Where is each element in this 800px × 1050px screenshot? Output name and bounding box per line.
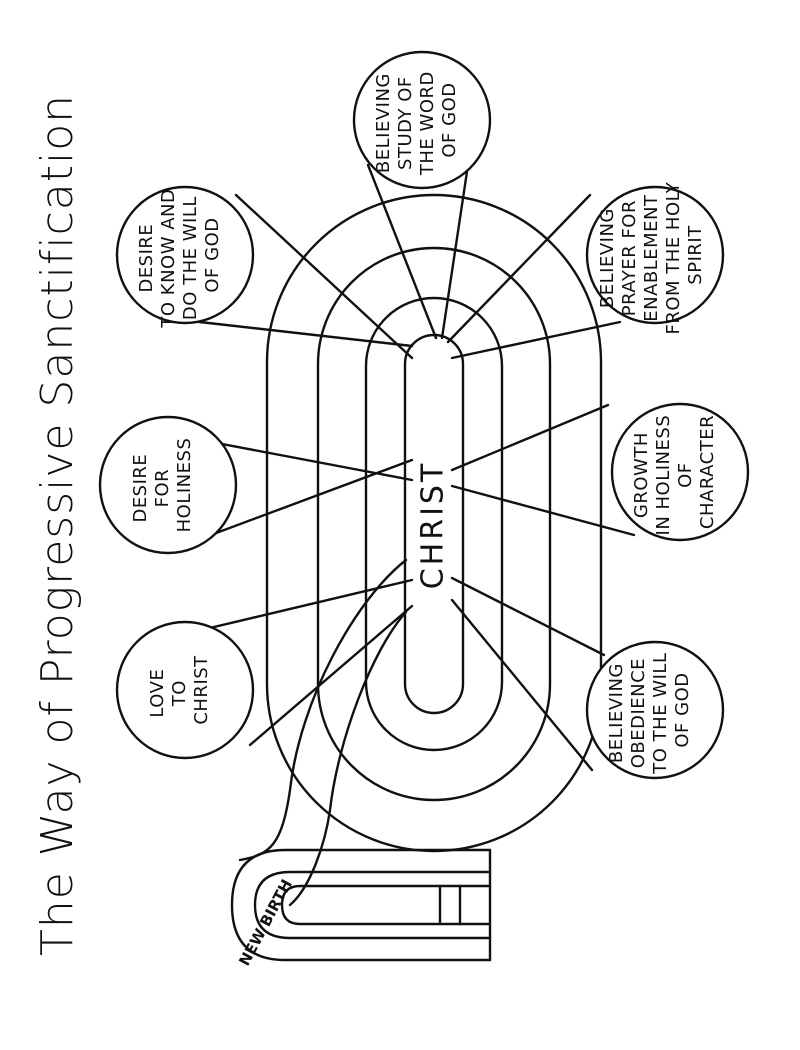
circle-holiness: [98, 415, 238, 555]
connector-line: [366, 163, 438, 340]
circle-label-line: CHARACTER: [697, 415, 718, 529]
circle-label-line: THE WORD: [417, 71, 438, 176]
connector-line: [182, 458, 414, 547]
circle-label-line: BELIEVING: [606, 663, 627, 763]
connector-line: [450, 576, 606, 657]
connector-line: [450, 320, 622, 360]
connector-line: [450, 484, 636, 537]
entry-path-inner: [288, 610, 408, 907]
circle-label-line: TO THE WILL: [650, 653, 671, 775]
circle-label-line: LOVE: [147, 669, 168, 718]
connector-line: [450, 403, 610, 472]
circle-will-of-god: [115, 185, 255, 325]
connector-lines: [146, 163, 636, 772]
circle-will-of-god-label: DESIRE TO KNOW AND DO THE WILL OF GOD: [136, 182, 223, 328]
new-birth-block-inner: [280, 884, 492, 926]
circle-label-line: OF: [675, 462, 696, 488]
connector-line: [248, 604, 414, 747]
circle-label-line: STUDY OF: [395, 76, 416, 170]
connector-line: [440, 163, 470, 340]
connector-line: [234, 193, 414, 360]
connector-line: [174, 578, 414, 638]
circle-label-line: OF GOD: [439, 82, 460, 157]
circle-label-line: OF GOD: [672, 672, 693, 747]
circle-prayer-label: BELIEVING PRAYER FOR ENABLEMENT FROM THE…: [597, 176, 706, 335]
circle-obedience-label: BELIEVING OBEDIENCE TO THE WILL OF GOD: [606, 646, 693, 774]
circle-label-line: SPIRIT: [685, 225, 706, 285]
diagram-title: The Way of Progressive Sanctification: [32, 94, 83, 956]
new-birth-label: NEW BIRTH: [235, 876, 296, 969]
connector-line: [180, 318, 414, 348]
circle-label-line: IN HOLINESS: [653, 415, 674, 536]
new-birth-block-outer: [230, 848, 492, 962]
circle-label-line: BELIEVING: [597, 208, 618, 308]
entry-path-outer: [238, 558, 408, 862]
circle-prayer: [585, 185, 725, 325]
new-birth-block-middle: [253, 870, 492, 940]
circle-love: [115, 620, 255, 760]
connector-line: [450, 598, 594, 772]
circle-label-line: TO KNOW AND: [158, 189, 179, 329]
circle-word-of-god: [352, 50, 492, 190]
circle-label-line: ENABLEMENT: [641, 194, 662, 322]
circle-label-line: HOLINESS: [174, 438, 195, 533]
track-ring-2: [316, 246, 552, 802]
circle-love-label: LOVE TO CHRIST: [147, 655, 212, 725]
circle-growth-label: GROWTH IN HOLINESS OF CHARACTER: [631, 409, 718, 536]
track-ring-3: [364, 296, 504, 752]
circle-label-line: OF GOD: [202, 217, 223, 292]
circle-label-line: CHRIST: [191, 655, 212, 725]
center-label: CHRIST: [416, 461, 451, 590]
circle-label-line: FOR: [152, 469, 173, 508]
circle-label-line: GROWTH: [631, 432, 652, 518]
circle-label-line: PRAYER FOR: [619, 200, 640, 316]
circle-holiness-label: DESIRE FOR HOLINESS: [130, 438, 195, 533]
circle-label-line: TO: [169, 680, 190, 707]
circle-label-line: DESIRE: [136, 224, 157, 293]
circle-growth: [610, 402, 750, 542]
circle-obedience: [585, 640, 725, 780]
circle-label-line: DESIRE: [130, 454, 151, 523]
circle-word-of-god-label: BELIEVING STUDY OF THE WORD OF GOD: [373, 65, 460, 176]
circle-label-line: BELIEVING: [373, 73, 394, 173]
circle-label-line: DO THE WILL: [180, 196, 201, 320]
circle-label-line: FROM THE HOLY: [663, 181, 684, 334]
circle-label-line: OBEDIENCE: [628, 658, 649, 768]
connector-line: [446, 193, 592, 344]
